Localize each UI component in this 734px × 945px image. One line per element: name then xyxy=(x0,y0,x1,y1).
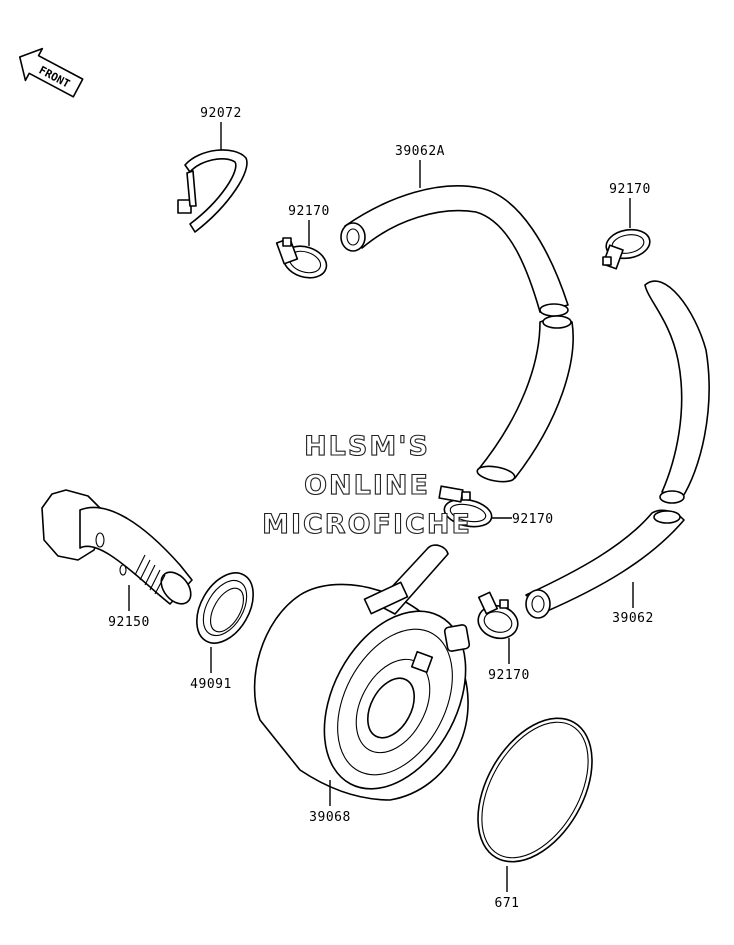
label-39062A[interactable]: 39062A xyxy=(395,144,445,159)
label-39068[interactable]: 39068 xyxy=(309,810,351,825)
hose-clamp-b-part[interactable] xyxy=(602,226,652,270)
label-49091[interactable]: 49091 xyxy=(190,677,232,692)
tie-band-part[interactable] xyxy=(177,149,248,233)
hose-clamp-d-part[interactable] xyxy=(475,591,522,642)
lower-hose-part[interactable] xyxy=(525,280,710,619)
label-671[interactable]: 671 xyxy=(495,896,520,911)
watermark-line-3: MICROFICHE xyxy=(262,509,472,540)
watermark-line-1: HLSM'S xyxy=(304,431,430,462)
gasket-part[interactable] xyxy=(185,563,265,653)
hose-clamp-c-part[interactable] xyxy=(438,485,494,531)
label-39062[interactable]: 39062 xyxy=(612,611,654,626)
label-92170-a[interactable]: 92170 xyxy=(288,204,330,219)
label-92170-d[interactable]: 92170 xyxy=(488,668,530,683)
upper-hose-part[interactable] xyxy=(340,185,574,484)
hose-clamp-a-part[interactable] xyxy=(275,237,331,283)
label-92170-c[interactable]: 92170 xyxy=(512,512,554,527)
label-92170-b[interactable]: 92170 xyxy=(609,182,651,197)
union-bolt-part[interactable] xyxy=(41,489,197,610)
watermark-line-2: ONLINE xyxy=(304,470,430,501)
front-arrow-icon: FRONT xyxy=(18,47,84,98)
oil-cooler-part[interactable] xyxy=(253,544,495,813)
label-92072[interactable]: 92072 xyxy=(200,106,242,121)
label-92150[interactable]: 92150 xyxy=(108,615,150,630)
o-ring-part[interactable] xyxy=(454,698,615,881)
